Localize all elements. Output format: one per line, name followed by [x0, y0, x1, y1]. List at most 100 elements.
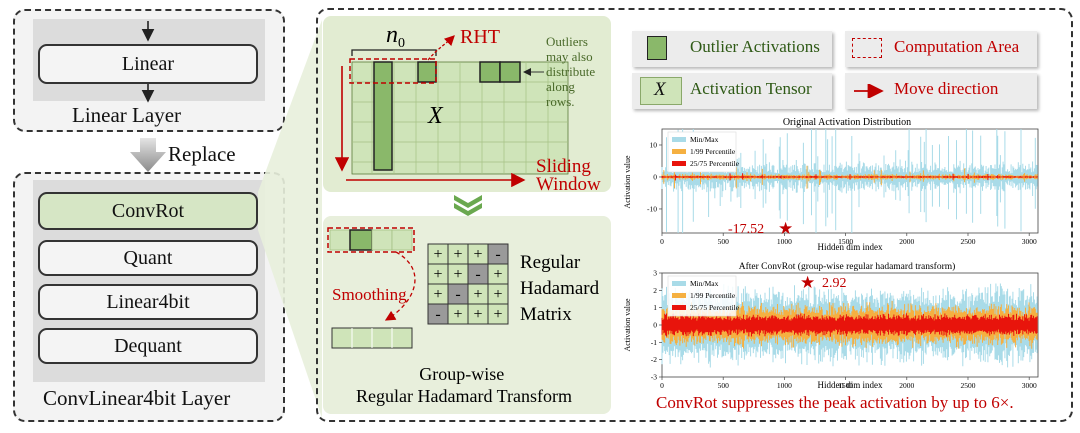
legend-computation — [845, 31, 1037, 67]
computation-area — [349, 58, 437, 84]
n0-subscript: 0 — [398, 36, 405, 51]
hadamard-sign: + — [433, 266, 442, 283]
dequant-block: Dequant — [38, 328, 258, 364]
outlier-row-cell — [479, 61, 501, 83]
groupwise-title: Group-wise Regular Hadamard Transform — [356, 364, 572, 406]
svg-text:1/99 Percentile: 1/99 Percentile — [690, 291, 736, 300]
x-tick-label: 2000 — [899, 381, 914, 390]
y-tick-label: 2 — [653, 286, 657, 295]
hadamard-sign: + — [473, 306, 482, 323]
outlier-column — [373, 61, 393, 171]
bottom-legend: Min/Max 1/99 Percentile 25/75 Percentile — [667, 275, 740, 317]
sliding-label: Sliding — [536, 156, 591, 177]
x-label: X — [427, 103, 444, 129]
window-label: Window — [536, 174, 601, 195]
hadamard-sign: - — [435, 306, 440, 323]
move-arrow-icon — [854, 84, 884, 98]
hadamard-sign: + — [453, 246, 462, 263]
top-annotation: -17.52 — [728, 222, 764, 237]
x-tick-label: 1000 — [777, 381, 792, 390]
hadamard-sign: + — [433, 246, 442, 263]
hadamard-sign: - — [495, 246, 500, 263]
hadamard-sign: + — [473, 246, 482, 263]
top-ylabel: Activation value — [623, 155, 632, 209]
hadamard-sign: + — [493, 266, 502, 283]
outlier-activations-label: Outlier Activations — [690, 37, 820, 56]
linear4bit-block: Linear4bit — [38, 284, 258, 320]
x-tick-label: 2500 — [960, 237, 975, 246]
hadamard-matrix: +++-++-++-++-+++ — [427, 243, 509, 325]
quant-block: Quant — [38, 240, 258, 276]
hadamard-sign: + — [453, 266, 462, 283]
bottom-plot-data — [661, 283, 1038, 368]
hadamard-cell — [487, 303, 509, 325]
y-tick-label: 1 — [653, 303, 657, 312]
x-tick-label: 2000 — [899, 237, 914, 246]
x-tick-label: 0 — [660, 381, 664, 390]
sliding-window-diagram: n 0 RHT X Outliers may also distribute a… — [334, 22, 601, 195]
bottom-chart-title: After ConvRot (group-wise regular hadama… — [739, 261, 956, 272]
x-tick-label: 3000 — [1022, 237, 1037, 246]
double-chevron-icon — [454, 195, 482, 216]
hadamard-sign: + — [433, 286, 442, 303]
top-plot-data — [661, 129, 1038, 233]
svg-text:1/99 Percentile: 1/99 Percentile — [690, 147, 736, 156]
tensor-swatch-x: X — [654, 79, 666, 100]
activation-tensor-label: Activation Tensor — [690, 79, 812, 98]
x-tick-label: 1500 — [838, 381, 853, 390]
x-tick-label: 2500 — [960, 381, 975, 390]
top-axes: 0 500 1000 1500 2000 2500 3000 -10 0 10 — [647, 140, 1037, 246]
n0-label: n — [386, 22, 398, 48]
outlier-vector-cell — [349, 229, 373, 251]
linear-block: Linear — [38, 44, 258, 84]
x-tick-label: 0 — [660, 237, 664, 246]
convlinear-label: ConvLinear4bit Layer — [43, 386, 231, 410]
y-tick-label: 0 — [653, 172, 657, 181]
svg-text:Min/Max: Min/Max — [690, 135, 719, 144]
top-xlabel: Hidden dim index — [818, 242, 883, 252]
svg-text:25/75 Percentile: 25/75 Percentile — [690, 159, 740, 168]
replace-label: Replace — [168, 142, 236, 166]
move-direction-label: Move direction — [894, 79, 999, 98]
bottom-xlabel: Hidden dim index — [818, 380, 883, 390]
computation-area-label: Computation Area — [894, 37, 1020, 56]
hadamard-sign: + — [453, 306, 462, 323]
x-tick-label: 500 — [718, 381, 730, 390]
left-column: Linear Linear Layer Replace ConvRot Quan… — [0, 0, 310, 433]
x-tick-label: 3000 — [1022, 381, 1037, 390]
outlier-row-cell — [499, 61, 521, 83]
outlier-cell — [417, 61, 437, 83]
linear-layer-label: Linear Layer — [72, 103, 182, 127]
bottom-star-icon: ★ — [800, 273, 815, 292]
groupwise-diagram: Smoothing +++-++-++-++-+++ Regular Hadam… — [327, 227, 604, 406]
outlier-note: Outliers may also distribute along rows. — [546, 34, 598, 109]
hadamard-sign: + — [473, 286, 482, 303]
hadamard-sign: - — [455, 286, 460, 303]
x-tick-label: 500 — [718, 237, 730, 246]
hadamard-sign: + — [493, 286, 502, 303]
hadamard-matrix-label: Regular Hadamard Matrix — [520, 252, 604, 325]
hadamard-sign: - — [475, 266, 480, 283]
svg-text:Min/Max: Min/Max — [690, 279, 719, 288]
x-tick-label: 1000 — [777, 237, 792, 246]
top-chart-title: Original Activation Distribution — [783, 117, 911, 128]
computation-swatch — [852, 38, 882, 58]
y-tick-label: -2 — [651, 355, 657, 364]
y-tick-label: -3 — [651, 373, 657, 382]
smoothing-label: Smoothing — [332, 285, 407, 304]
y-tick-label: 0 — [653, 321, 657, 330]
y-tick-label: -10 — [647, 204, 657, 213]
replace-arrow-icon — [130, 138, 166, 172]
x-tick-label: 1500 — [838, 237, 853, 246]
convrot-block: ConvRot — [38, 192, 258, 230]
svg-text:25/75 Percentile: 25/75 Percentile — [690, 303, 740, 312]
y-tick-label: 3 — [653, 269, 657, 278]
top-legend: Min/Max 1/99 Percentile 25/75 Percentile — [667, 131, 740, 173]
hadamard-sign: + — [493, 306, 502, 323]
y-tick-label: 10 — [650, 140, 658, 149]
bottom-ylabel: Activation value — [623, 298, 632, 352]
bottom-axes: 0 500 1000 1500 2000 2500 3000 -3 -2 -1 0 1 2 3 — [651, 269, 1037, 391]
y-tick-label: -1 — [651, 338, 657, 347]
